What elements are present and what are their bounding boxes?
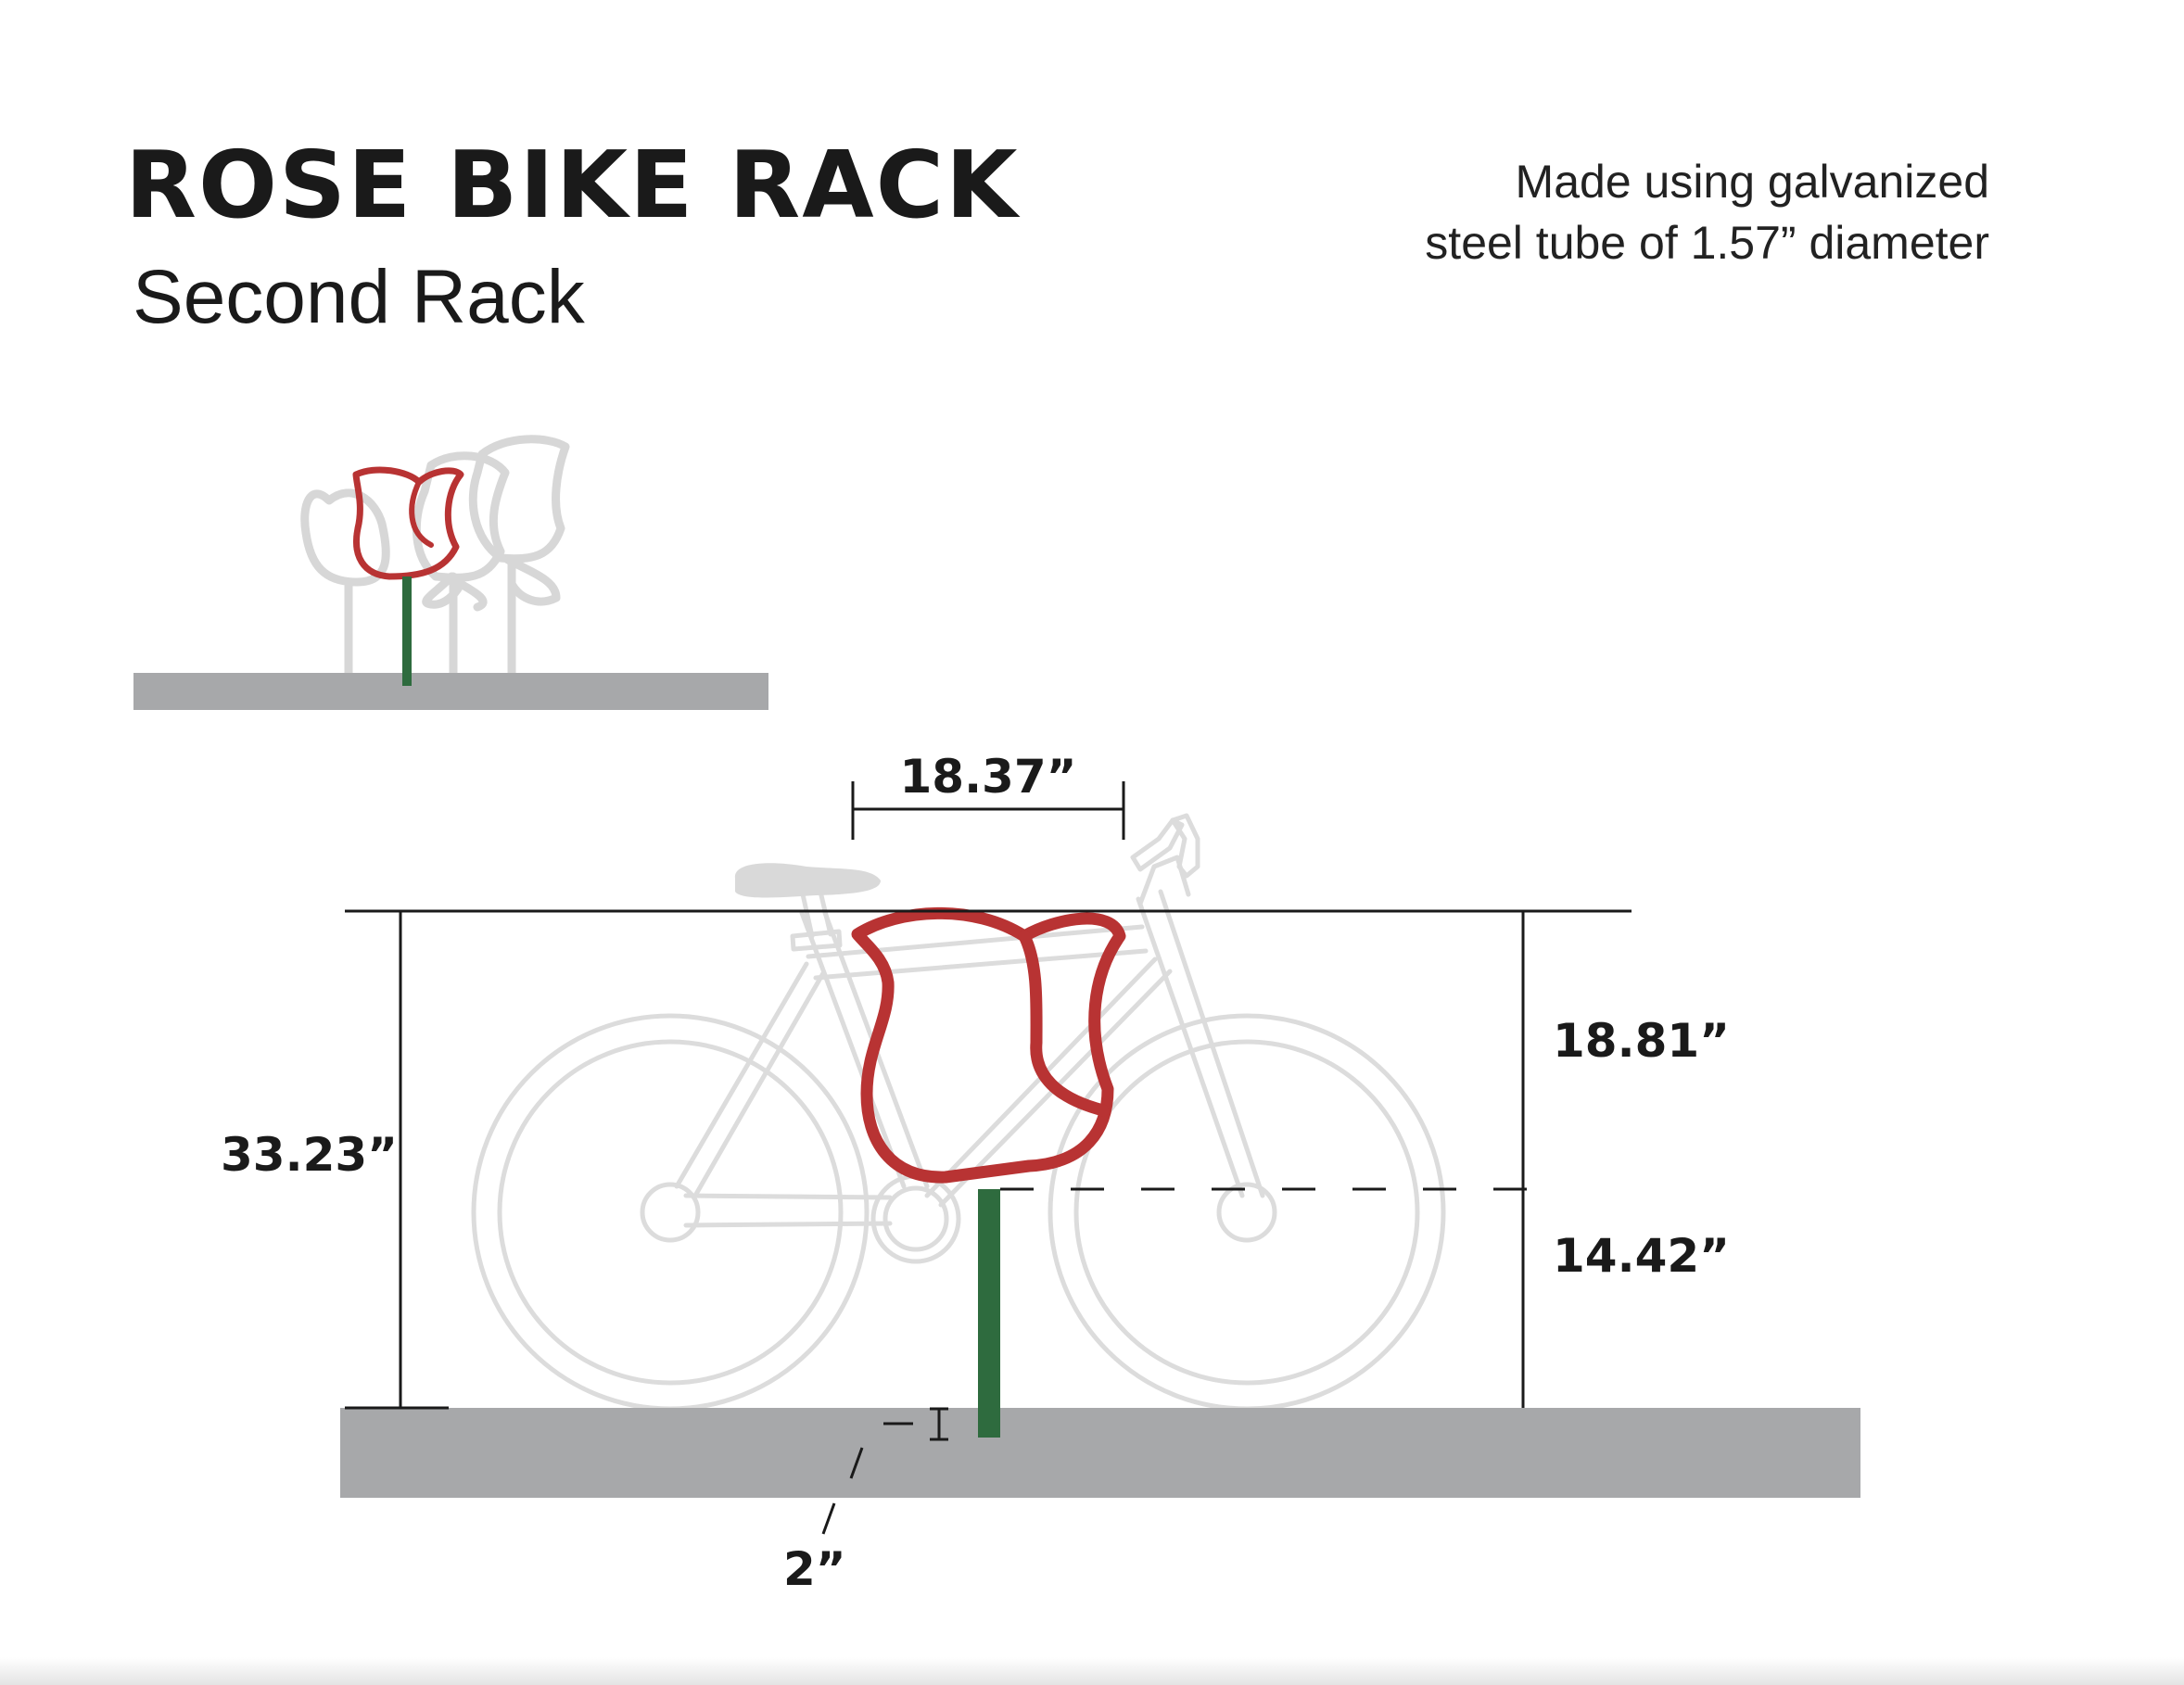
page-subtitle: Second Rack xyxy=(133,255,585,339)
rear-wheel-outer xyxy=(471,1013,870,1412)
dimension-lines xyxy=(345,781,1632,1535)
rear-wheel-inner xyxy=(497,1039,844,1386)
bottom-edge-shadow xyxy=(0,1657,2184,1685)
rose-stem xyxy=(978,1189,1000,1438)
bicycle-outline xyxy=(471,813,1446,1412)
overview-rose xyxy=(352,466,464,686)
dimension-embed-depth: 2” xyxy=(783,1542,846,1596)
rear-hub xyxy=(640,1182,701,1243)
ghost-rose-right xyxy=(468,435,570,689)
material-note: Made using galvanized steel tube of 1.57… xyxy=(1425,151,1989,273)
crank-inner xyxy=(882,1185,949,1252)
ghost-rose-left xyxy=(300,488,390,689)
ghost-roses xyxy=(300,435,570,689)
overview-ground xyxy=(133,673,768,710)
dimension-flower-height: 18.81” xyxy=(1553,1014,1730,1068)
front-hub xyxy=(1216,1182,1277,1243)
saddle xyxy=(734,863,881,898)
page-title: ROSE BIKE RACK xyxy=(125,131,1020,239)
front-wheel-outer xyxy=(1048,1013,1446,1412)
ghost-rose-middle xyxy=(412,451,510,689)
ground-slab xyxy=(340,1408,1860,1498)
material-note-line-1: Made using galvanized xyxy=(1515,156,1989,208)
dimension-top-width: 18.37” xyxy=(899,750,1076,804)
front-wheel-inner xyxy=(1073,1039,1420,1386)
rose-head xyxy=(851,906,1126,1184)
dimension-stem-height: 14.42” xyxy=(1553,1229,1730,1283)
material-note-line-2: steel tube of 1.57” diameter xyxy=(1425,217,1989,269)
dimension-total-height: 33.23” xyxy=(221,1128,398,1182)
